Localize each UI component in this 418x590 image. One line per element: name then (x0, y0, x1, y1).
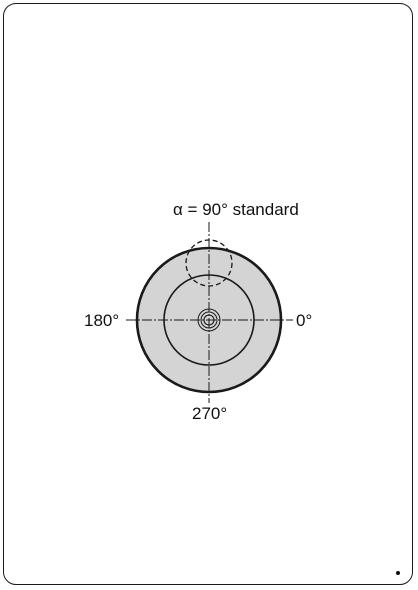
diagram-title: α = 90° standard (173, 200, 299, 219)
angle-label-270: 270° (192, 404, 228, 423)
angle-label-180: 180° (84, 311, 120, 330)
corner-dot-icon (396, 571, 400, 575)
angle-label-0: 0° (296, 311, 313, 330)
